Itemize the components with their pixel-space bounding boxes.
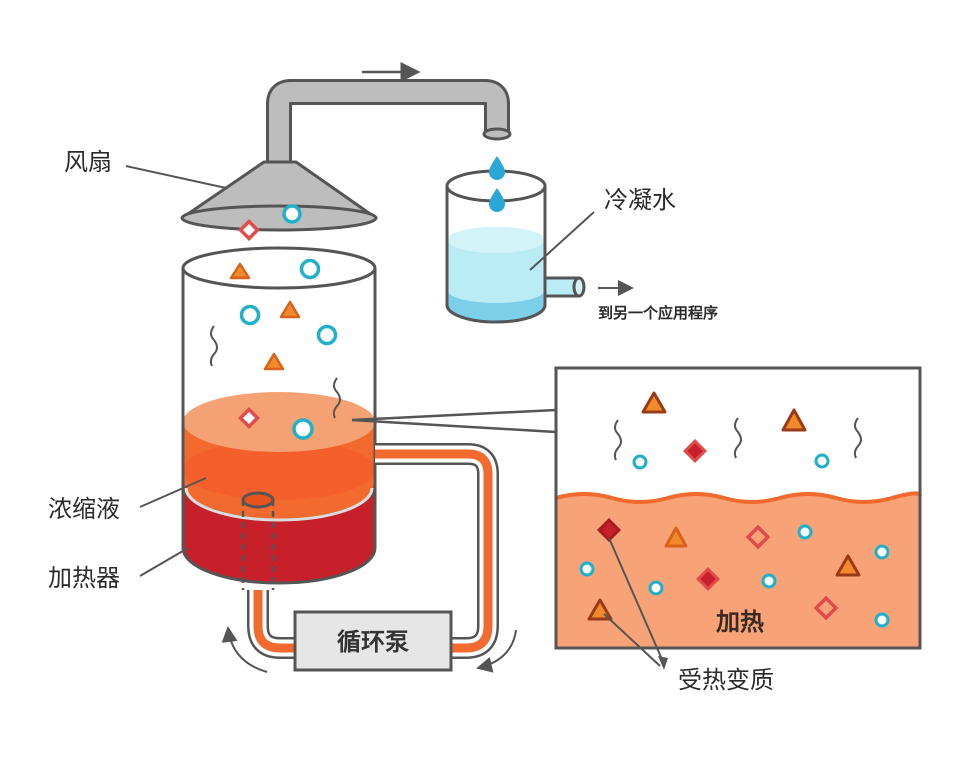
vapor-particle xyxy=(279,300,301,319)
steam-wave-icon xyxy=(209,325,218,367)
water-drop-icon xyxy=(489,188,505,212)
fan-label: 风扇 xyxy=(64,148,112,176)
degraded-particle xyxy=(682,438,708,464)
pump-label: 循环泵 xyxy=(337,628,409,656)
vapor-particle xyxy=(316,324,338,346)
liquid-particle xyxy=(579,561,595,577)
liquid-particle xyxy=(761,573,777,589)
circulation-pump xyxy=(293,610,453,672)
to-other-app-label: 到另一个应用程序 xyxy=(598,304,718,322)
liquid-particle xyxy=(874,612,890,628)
water-drop-icon xyxy=(489,156,505,180)
vapor-particle xyxy=(239,304,261,326)
steam-wave-icon xyxy=(853,417,862,459)
degraded-particle xyxy=(596,517,622,543)
heater-label: 加热器 xyxy=(48,564,120,592)
steam-wave-icon xyxy=(733,417,742,459)
vapor-particle xyxy=(299,258,321,280)
liquid-particle xyxy=(874,544,890,560)
vapor-particle xyxy=(632,454,648,470)
condensate-leader xyxy=(529,211,595,271)
exhaust-pipe xyxy=(266,79,512,178)
vapor-particle xyxy=(781,408,807,432)
rotation-arrow-icon xyxy=(221,626,268,673)
degraded-particle xyxy=(695,566,721,592)
liquid-particle xyxy=(648,580,664,596)
vapor-particle xyxy=(229,262,251,280)
evaporator-vessel xyxy=(181,246,377,590)
heating-label: 加热 xyxy=(716,608,764,636)
zoom-connector xyxy=(351,408,557,434)
degraded-particle xyxy=(238,219,260,241)
vapor-particle xyxy=(263,352,285,371)
liquid-particle xyxy=(664,526,688,548)
concentrate-label: 浓缩液 xyxy=(48,495,120,523)
vapor-particle xyxy=(282,204,302,224)
circulation-loop xyxy=(247,443,499,659)
heat-degradation-label: 受热变质 xyxy=(678,666,774,694)
fan-hood xyxy=(180,160,378,232)
condensate-beaker xyxy=(445,169,586,324)
vapor-particle xyxy=(292,418,314,440)
condensate-label: 冷凝水 xyxy=(604,186,676,214)
degraded-particle xyxy=(813,595,839,621)
degraded-particle xyxy=(745,524,771,550)
concentrate-leader xyxy=(139,477,207,508)
liquid-particle xyxy=(835,554,861,577)
vapor-particle xyxy=(814,453,830,469)
steam-wave-icon xyxy=(613,419,622,461)
steam-wave-icon xyxy=(332,377,341,419)
fan-leader xyxy=(125,165,227,189)
liquid-particle xyxy=(797,524,813,540)
vapor-particle xyxy=(641,391,667,414)
degraded-particle xyxy=(238,407,260,429)
zoom-panel xyxy=(554,366,922,650)
heater-leader xyxy=(139,547,189,577)
degradation-leaders xyxy=(603,537,668,670)
rotation-arrow-icon xyxy=(476,629,517,673)
